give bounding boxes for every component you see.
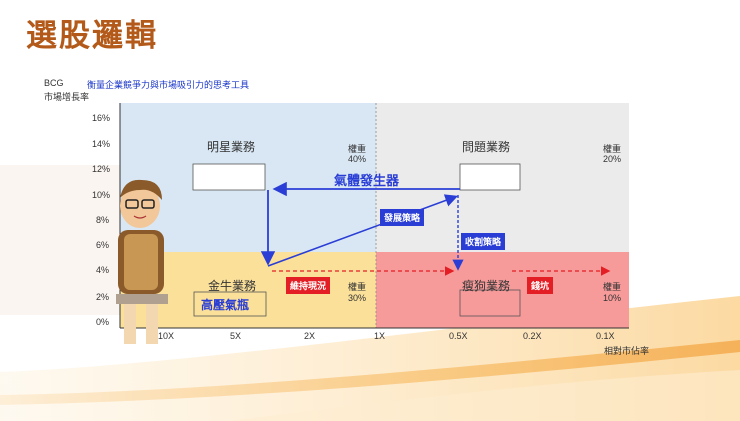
generator-label: 氣體發生器 <box>334 173 400 188</box>
cow-highlight-box <box>193 291 267 317</box>
star-weight-value: 40% <box>348 154 367 164</box>
star-weight-label: 權重 <box>348 144 367 154</box>
x-tick: 0.1X <box>596 331 615 341</box>
cow-weight-label: 權重 <box>348 282 367 292</box>
cartoon-person-image <box>116 179 168 344</box>
question-quadrant-name: 問題業務 <box>462 140 511 154</box>
question-box <box>459 163 521 191</box>
y-tick: 6% <box>96 240 110 250</box>
develop-strategy-tag: 發展策略 <box>380 209 425 226</box>
page-title: 選股邏輯 <box>26 18 158 54</box>
cow-highlight-text: 高壓氣瓶 <box>201 298 250 312</box>
dog-quadrant-name: 瘦狗業務 <box>462 279 511 293</box>
cow-quadrant-name: 金牛業務 <box>208 279 257 293</box>
arrow-develop <box>267 194 459 267</box>
y-tick: 4% <box>96 265 110 275</box>
drain-tag: 錢坑 <box>527 277 554 294</box>
bcg-subtitle: 衡量企業競爭力與市場吸引力的思考工具 <box>87 80 250 90</box>
x-tick: 0.5X <box>449 331 468 341</box>
y-tick: 10% <box>92 190 111 200</box>
y-tick: 16% <box>92 113 111 123</box>
bcg-label: BCG <box>44 78 64 88</box>
y-tick: 0% <box>96 317 110 327</box>
x-tick: 0.2X <box>523 331 542 341</box>
star-box <box>192 163 266 191</box>
harvest-strategy-tag: 收割策略 <box>461 233 506 250</box>
x-tick: 2X <box>304 331 316 341</box>
maintain-strategy-tag: 維持現況 <box>286 277 331 294</box>
dog-box <box>459 289 521 317</box>
x-tick: 5X <box>230 331 242 341</box>
x-tick: 10X <box>158 331 175 341</box>
question-weight-label: 權重 <box>603 144 622 154</box>
question-weight-value: 20% <box>603 154 622 164</box>
star-quadrant-name: 明星業務 <box>207 140 256 154</box>
y-tick: 2% <box>96 292 110 302</box>
dog-weight-value: 10% <box>603 293 622 303</box>
dog-weight-label: 權重 <box>603 282 622 292</box>
x-axis-label: 相對市佔率 <box>604 346 650 356</box>
y-tick: 12% <box>92 164 111 174</box>
y-axis-label: 市場增長率 <box>44 92 90 102</box>
y-tick: 8% <box>96 215 110 225</box>
x-tick: 1X <box>374 331 386 341</box>
y-tick: 14% <box>92 139 111 149</box>
cow-weight-value: 30% <box>348 293 367 303</box>
